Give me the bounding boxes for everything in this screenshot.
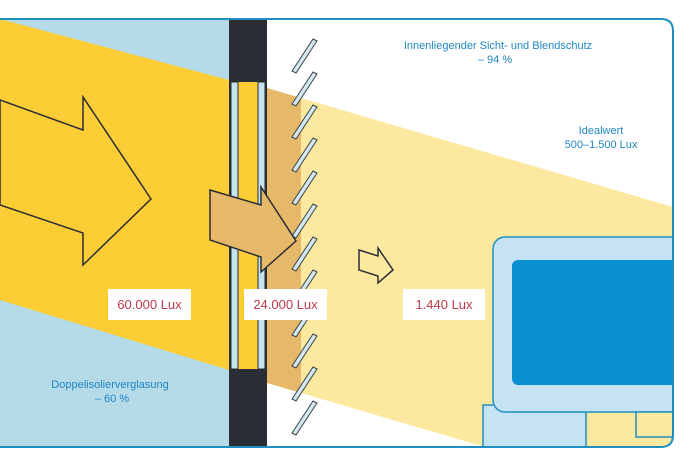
blind-slat — [291, 400, 318, 436]
blind-label: Innenliegender Sicht- und Blendschutz — [404, 40, 592, 52]
ideal-range: 500–1.500 Lux — [565, 139, 638, 151]
monitor-screen — [512, 260, 673, 385]
blind-slat — [291, 104, 318, 140]
blind-slat — [291, 203, 318, 239]
blind-slat — [291, 236, 318, 272]
medium-light-arrow-icon — [209, 184, 297, 274]
blind-slat — [291, 38, 318, 74]
diagram-frame — [0, 18, 674, 448]
monitor-gap — [635, 411, 673, 438]
large-light-arrow-icon — [0, 94, 152, 267]
blind-slat — [291, 170, 318, 206]
lux-box-after-glazing — [244, 289, 327, 320]
glazing-percent: – 60 % — [95, 393, 129, 405]
small-light-arrow-icon — [358, 245, 394, 285]
lux-after-blind: 1.440 Lux — [415, 297, 473, 312]
sun-beam — [0, 19, 229, 370]
glazing-label: Doppelisolierverglasung — [51, 379, 168, 391]
blind-slat — [291, 366, 318, 402]
blind-slat — [291, 333, 318, 369]
blind-slat — [291, 71, 318, 107]
blind-percent: – 94 % — [478, 54, 512, 66]
monitor — [482, 236, 673, 447]
lux-after-glazing: 24.000 Lux — [253, 297, 318, 312]
lux-box-outside — [108, 289, 191, 320]
lux-box-after-blind — [403, 289, 485, 320]
ideal-label: Idealwert — [579, 125, 624, 137]
blind-slat — [291, 137, 318, 173]
lux-outside: 60.000 Lux — [117, 297, 182, 312]
